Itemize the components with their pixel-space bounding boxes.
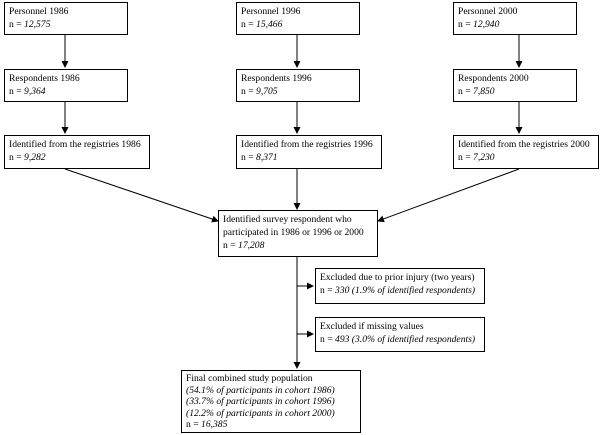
personnel-2000-box: Personnel 2000 n = 12,940	[453, 2, 577, 35]
excluded-prior-injury-box: Excluded due to prior injury (two years)…	[315, 268, 485, 304]
n-prefix: n =	[241, 19, 257, 30]
personnel-1986-box: Personnel 1986 n = 12,575	[4, 2, 128, 35]
n-value: 9,282	[24, 152, 46, 163]
n-value: 7,230	[473, 152, 495, 163]
n-prefix: n =	[9, 152, 25, 163]
n-prefix: n =	[458, 19, 474, 30]
combined-respondents-box: Identified survey respondent who partici…	[218, 210, 378, 257]
n-value: 17,208	[238, 240, 265, 251]
identified-1986-box: Identified from the registries 1986 n = …	[4, 135, 150, 169]
respondents-2000-box: Respondents 2000 n = 7,850	[453, 69, 577, 102]
n-value: 7,850	[473, 86, 495, 97]
n-value: 15,466	[256, 19, 283, 30]
excluded-missing-values-box: Excluded if missing values n = 493 (3.0%…	[315, 317, 485, 352]
cohort-2000-share: (12.2% of participants in cohort 2000)	[186, 407, 335, 419]
box-title: Personnel 1986	[9, 6, 69, 17]
n-prefix: n =	[223, 240, 239, 251]
n-prefix: n =	[320, 285, 336, 296]
n-prefix: n =	[241, 86, 257, 97]
respondents-1986-box: Respondents 1986 n = 9,364	[4, 69, 128, 102]
n-prefix: n =	[320, 334, 336, 345]
box-title: Personnel 1996	[241, 6, 301, 17]
n-prefix: n =	[458, 86, 474, 97]
box-title-line1: Identified survey respondent who	[223, 214, 352, 225]
box-title: Excluded if missing values	[320, 321, 424, 332]
box-title-line2: participated in 1986 or 1996 or 2000	[223, 227, 364, 238]
n-prefix: n =	[458, 152, 474, 163]
box-title: Final combined study population	[186, 373, 313, 384]
respondents-1996-box: Respondents 1996 n = 9,705	[236, 69, 360, 102]
n-value: 12,575	[24, 19, 51, 30]
box-title: Identified from the registries 1996	[241, 139, 373, 150]
n-value: 493 (3.0% of identified respondents)	[335, 334, 476, 345]
box-title: Respondents 1996	[241, 73, 312, 84]
arrow-identified-2000	[377, 168, 520, 223]
n-value: 9,364	[24, 86, 46, 97]
n-value: 330 (1.9% of identified respondents)	[335, 285, 476, 296]
box-title: Personnel 2000	[458, 6, 518, 17]
box-title: Respondents 2000	[458, 73, 529, 84]
final-study-population-box: Final combined study population (54.1% o…	[181, 370, 361, 433]
n-value: 16,385	[201, 419, 228, 431]
n-prefix: n =	[9, 19, 25, 30]
identified-1996-box: Identified from the registries 1996 n = …	[236, 135, 382, 169]
personnel-1996-box: Personnel 1996 n = 15,466	[236, 2, 360, 35]
arrow-identified-1986	[64, 168, 219, 223]
n-prefix: n =	[186, 419, 202, 431]
n-prefix: n =	[9, 86, 25, 97]
n-value: 8,371	[256, 152, 278, 163]
box-title: Respondents 1986	[9, 73, 80, 84]
cohort-1996-share: (33.7% of participants in cohort 1996)	[186, 396, 335, 408]
box-title: Excluded due to prior injury (two years)	[320, 272, 475, 283]
cohort-1986-share: (54.1% of participants in cohort 1986)	[186, 384, 335, 396]
box-title: Identified from the registries 2000	[458, 139, 590, 150]
n-value: 12,940	[473, 19, 500, 30]
n-value: 9,705	[256, 86, 278, 97]
box-title: Identified from the registries 1986	[9, 139, 141, 150]
n-prefix: n =	[241, 152, 257, 163]
identified-2000-box: Identified from the registries 2000 n = …	[453, 135, 599, 169]
